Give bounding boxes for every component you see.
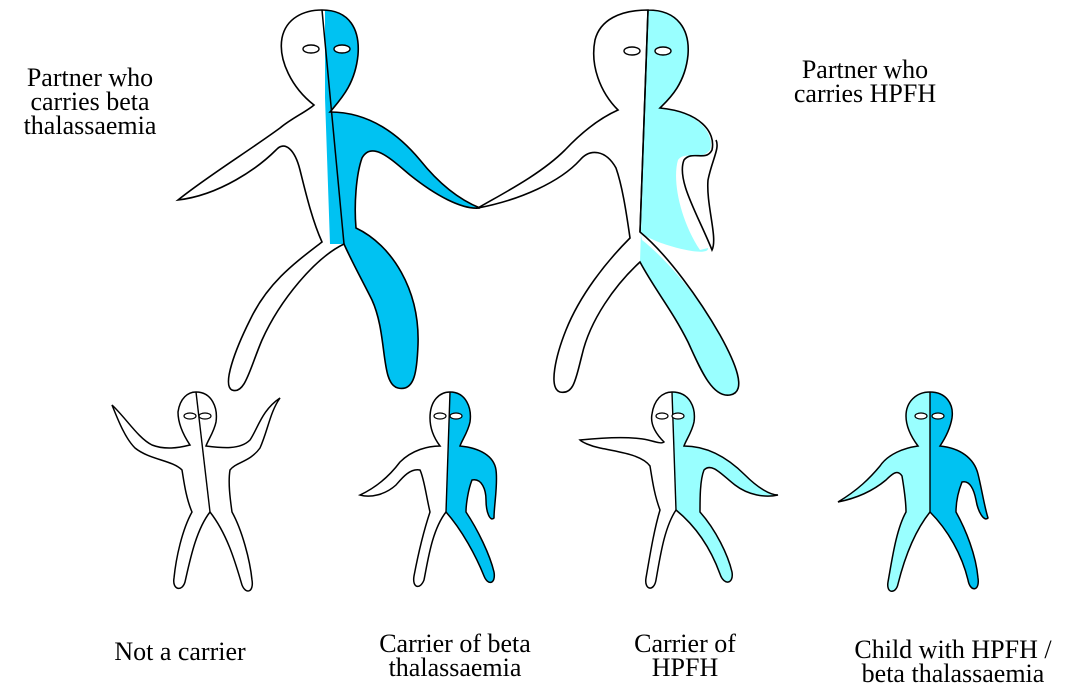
parent-hpfh-figure: [478, 10, 739, 395]
parent-beta-thalassaemia-figure: [178, 10, 480, 391]
child-3-label: Carrier of HPFH: [610, 632, 760, 680]
child-not-carrier-figure: [112, 392, 280, 591]
parent-right-label: Partner who carries HPFH: [790, 58, 940, 106]
eye-icon: [334, 45, 350, 53]
child-beta-carrier-figure: [360, 392, 497, 586]
parent-right-right-half: [640, 10, 739, 395]
eye-icon: [303, 45, 319, 53]
child-1-label: Not a carrier: [90, 640, 270, 664]
eye-icon: [655, 47, 671, 55]
parent-left-right-half: [322, 10, 480, 388]
child-hpfh-beta-figure: [838, 392, 988, 591]
eye-icon: [656, 413, 668, 419]
child-2-label: Carrier of beta thalassaemia: [360, 632, 550, 680]
eye-icon: [932, 413, 944, 419]
parent-left-label: Partner who carries beta thalassaemia: [10, 66, 170, 138]
eye-icon: [434, 413, 446, 419]
child-2-outline: [360, 392, 497, 586]
eye-icon: [624, 47, 640, 55]
eye-icon: [199, 413, 211, 419]
eye-icon: [450, 413, 462, 419]
child-2-right-half: [446, 392, 497, 582]
child-hpfh-carrier-figure: [580, 392, 778, 588]
eye-icon: [672, 413, 684, 419]
child-4-left-half: [838, 392, 930, 591]
child-4-label: Child with HPFH / beta thalassaemia: [838, 638, 1068, 686]
eye-icon: [184, 413, 196, 419]
child-1-outline: [112, 392, 280, 591]
eye-icon: [915, 413, 927, 419]
